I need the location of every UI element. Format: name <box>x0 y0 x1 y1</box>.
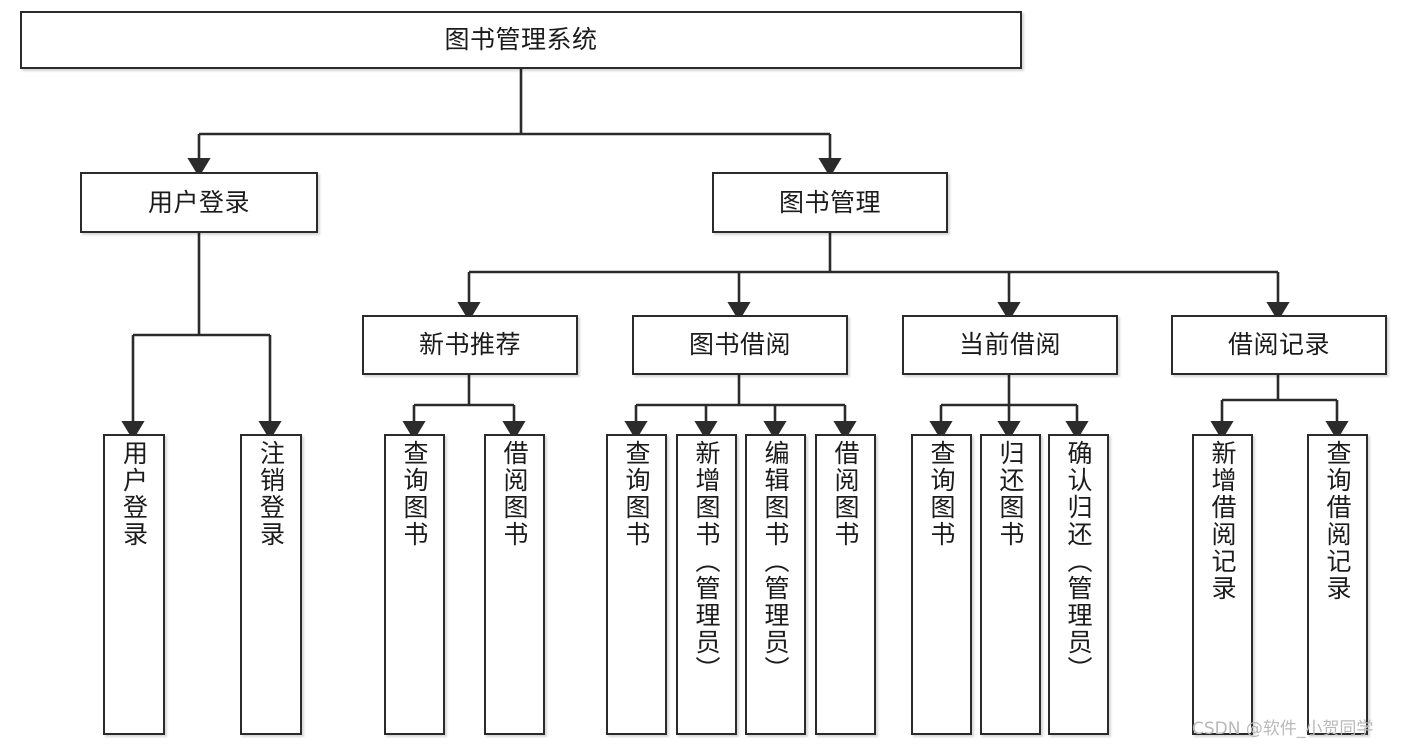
node-root-label: 图书管理系统 <box>444 25 598 55</box>
node-new-book-recommend[interactable]: 新书推荐 <box>362 315 578 375</box>
node-leaf-query-book-2[interactable]: 查询图书 <box>606 434 667 735</box>
node-root[interactable]: 图书管理系统 <box>20 11 1022 69</box>
node-leaf-user-login[interactable]: 用户登录 <box>103 434 165 735</box>
node-borrow-record[interactable]: 借阅记录 <box>1171 315 1387 375</box>
node-leaf-return-book[interactable]: 归还图书 <box>980 434 1041 735</box>
node-leaf-logout-login-label: 注销登录 <box>256 440 286 548</box>
node-leaf-return-book-label: 归还图书 <box>996 440 1025 548</box>
node-leaf-query-book-3[interactable]: 查询图书 <box>911 434 972 735</box>
node-leaf-borrow-book-1-label: 借阅图书 <box>500 440 529 548</box>
node-leaf-query-record[interactable]: 查询借阅记录 <box>1307 434 1368 735</box>
node-book-borrow[interactable]: 图书借阅 <box>632 315 848 375</box>
node-leaf-query-book-2-label: 查询图书 <box>622 440 651 548</box>
node-borrow-record-label: 借阅记录 <box>1227 330 1330 360</box>
node-leaf-add-book[interactable]: 新增图书（管理员） <box>676 434 737 735</box>
node-leaf-user-login-label: 用户登录 <box>119 440 149 548</box>
node-leaf-query-book-1-label: 查询图书 <box>400 440 429 548</box>
node-leaf-borrow-book-1[interactable]: 借阅图书 <box>484 434 545 735</box>
node-book-manage[interactable]: 图书管理 <box>712 172 948 233</box>
node-book-manage-label: 图书管理 <box>778 187 881 217</box>
node-user-login[interactable]: 用户登录 <box>80 172 318 233</box>
node-leaf-add-record[interactable]: 新增借阅记录 <box>1192 434 1253 735</box>
node-leaf-query-record-label: 查询借阅记录 <box>1323 440 1352 602</box>
node-leaf-edit-book[interactable]: 编辑图书（管理员） <box>745 434 806 735</box>
node-current-borrow-label: 当前借阅 <box>958 330 1061 360</box>
node-book-borrow-label: 图书借阅 <box>688 330 791 360</box>
node-user-login-label: 用户登录 <box>147 187 250 217</box>
node-leaf-query-book-3-label: 查询图书 <box>927 440 956 548</box>
node-leaf-add-record-label: 新增借阅记录 <box>1208 440 1237 602</box>
node-leaf-borrow-book-2[interactable]: 借阅图书 <box>815 434 876 735</box>
node-leaf-edit-book-label: 编辑图书（管理员） <box>761 440 790 683</box>
node-leaf-confirm-return-label: 确认归还（管理员） <box>1064 440 1093 683</box>
node-leaf-logout-login[interactable]: 注销登录 <box>240 434 302 735</box>
node-leaf-add-book-label: 新增图书（管理员） <box>692 440 721 683</box>
node-leaf-borrow-book-2-label: 借阅图书 <box>831 440 860 548</box>
node-leaf-query-book-1[interactable]: 查询图书 <box>384 434 445 735</box>
node-current-borrow[interactable]: 当前借阅 <box>902 315 1118 375</box>
node-new-book-recommend-label: 新书推荐 <box>418 330 521 360</box>
node-leaf-confirm-return[interactable]: 确认归还（管理员） <box>1048 434 1109 735</box>
